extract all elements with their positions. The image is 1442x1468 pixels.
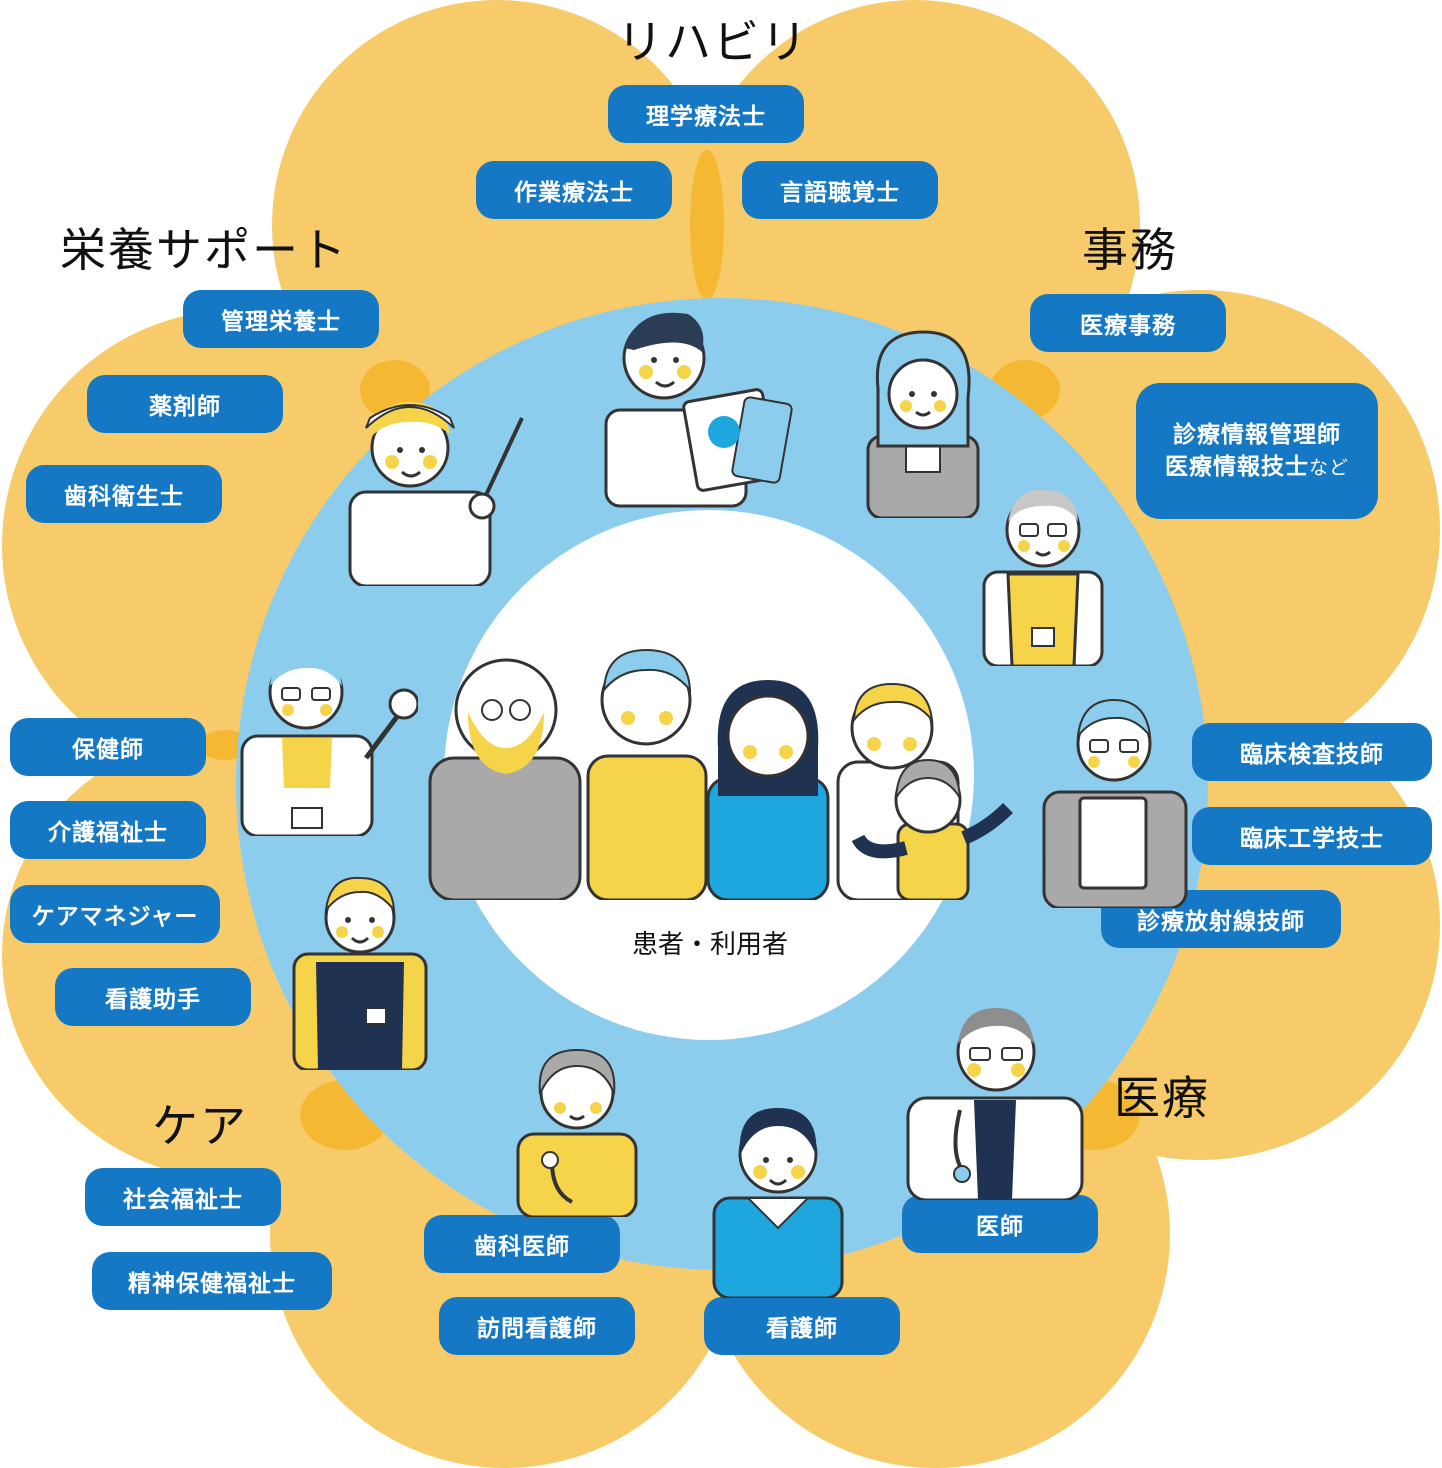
role-medical-info-tech-label: 医療情報技士 [1164,453,1309,480]
role-etc-suffix: など [1308,456,1349,479]
physio-therapist-icon [604,312,793,508]
role-public-health-nurse[interactable]: 保健師 [10,718,206,776]
role-lab-technician[interactable]: 臨床検査技師 [1192,723,1432,781]
role-health-info-manager-label: 診療情報管理師 [1173,421,1341,448]
role-nurse[interactable]: 看護師 [704,1297,900,1355]
role-care-manager[interactable]: ケアマネジャー [10,885,220,943]
role-medical-info-tech-line: 医療情報技士など [1165,451,1349,484]
group-label-care: ケア [152,1099,248,1153]
office-man-icon [982,489,1104,666]
overlap-rehab [690,150,724,300]
group-label-rehab: リハビリ [617,15,809,69]
role-physical-therapist[interactable]: 理学療法士 [608,85,804,143]
role-visiting-nurse[interactable]: 訪問看護師 [439,1297,635,1355]
role-dental-hygienist[interactable]: 歯科衛生士 [26,465,222,523]
nutritionist-icon [348,402,524,586]
role-psychiatric-social-worker[interactable]: 精神保健福祉士 [92,1252,332,1310]
role-dentist[interactable]: 歯科医師 [424,1215,620,1273]
patient-family-icon [428,648,1013,900]
role-dietitian[interactable]: 管理栄養士 [183,290,379,348]
role-speech-therapist[interactable]: 言語聴覚士 [742,161,938,219]
role-pharmacist[interactable]: 薬剤師 [87,375,283,433]
role-health-information-managers[interactable]: 診療情報管理師 医療情報技士など [1136,383,1378,519]
role-occupational-therapist[interactable]: 作業療法士 [476,161,672,219]
group-label-medical: 医療 [1114,1071,1210,1125]
lab-technician-icon [1042,698,1188,908]
role-nursing-assistant[interactable]: 看護助手 [55,968,251,1026]
public-health-nurse-icon [240,650,418,836]
role-clinical-engineer[interactable]: 臨床工学技士 [1192,807,1432,865]
nurse-icon [712,1108,844,1298]
group-label-nutrition: 栄養サポート [60,223,348,277]
doctor-icon [906,1008,1084,1200]
visiting-nurse-icon [516,1048,638,1217]
role-medical-clerk[interactable]: 医療事務 [1030,294,1226,352]
care-worker-icon [292,876,428,1070]
role-social-worker[interactable]: 社会福祉士 [85,1168,281,1226]
office-woman-icon [866,330,980,518]
group-label-office: 事務 [1082,223,1178,277]
role-care-worker[interactable]: 介護福祉士 [10,801,206,859]
center-label-patients: 患者・利用者 [631,930,788,960]
role-doctor[interactable]: 医師 [902,1195,1098,1253]
